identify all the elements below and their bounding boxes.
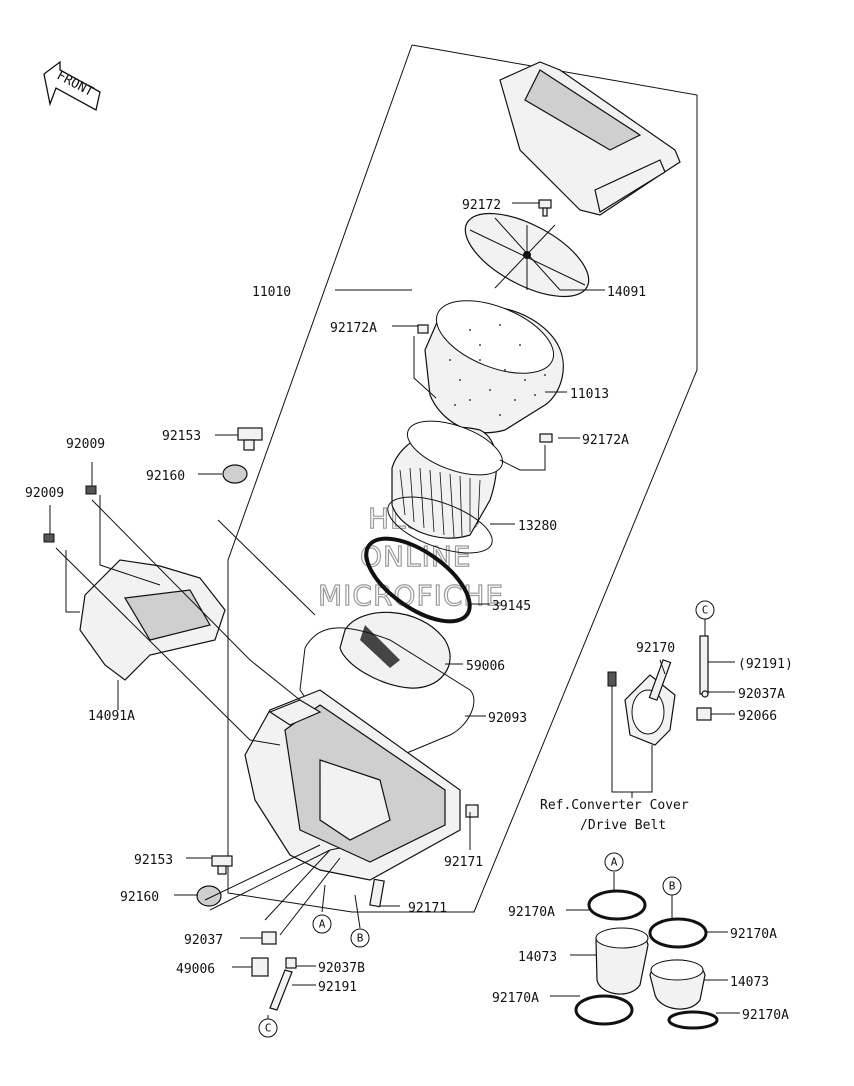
label-92153-bot: 92153 bbox=[134, 853, 173, 868]
tube-92171 bbox=[369, 878, 385, 908]
clamp-92037 bbox=[261, 931, 277, 945]
label-14073-1: 14073 bbox=[518, 950, 557, 965]
screw-92172A-mid bbox=[539, 433, 553, 443]
callout-C-1-text: C bbox=[265, 1022, 272, 1035]
duct-14073-2 bbox=[649, 959, 706, 1010]
callout-B-1: B bbox=[350, 928, 370, 948]
foam-filter bbox=[424, 300, 564, 434]
label-92160-top: 92160 bbox=[146, 469, 185, 484]
callout-B-2-text: B bbox=[669, 880, 676, 893]
clamp-92170A-2 bbox=[648, 917, 708, 949]
label-92037: 92037 bbox=[184, 933, 223, 948]
callout-A-2-text: A bbox=[611, 856, 618, 869]
assembly-outline bbox=[227, 44, 698, 913]
label-14091: 14091 bbox=[607, 285, 646, 300]
screw-92172A-top bbox=[417, 324, 429, 334]
label-49006: 49006 bbox=[176, 962, 215, 977]
label-14073-2: 14073 bbox=[730, 975, 769, 990]
clamp-92170A-1 bbox=[587, 889, 647, 921]
label-92170A-3: 92170A bbox=[492, 991, 539, 1006]
label-59006: 59006 bbox=[466, 659, 505, 674]
label-14091A: 14091A bbox=[88, 709, 135, 724]
clip-92037B bbox=[285, 957, 297, 969]
label-92066: 92066 bbox=[738, 709, 777, 724]
label-92191: 92191 bbox=[318, 980, 357, 995]
label-11010: 11010 bbox=[252, 285, 291, 300]
cap-49006 bbox=[251, 957, 269, 977]
clip-92171-a bbox=[465, 804, 479, 818]
duct-14073-1 bbox=[595, 927, 649, 995]
label-92093: 92093 bbox=[488, 711, 527, 726]
label-92170: 92170 bbox=[636, 641, 675, 656]
callout-C-2-text: C bbox=[702, 604, 709, 617]
converter-cover-group bbox=[607, 635, 712, 746]
label-92172A-mid: 92172A bbox=[582, 433, 629, 448]
label-92191-ref: (92191) bbox=[738, 657, 793, 672]
label-92009-b: 92009 bbox=[25, 486, 64, 501]
hose-92191 bbox=[269, 969, 293, 1011]
label-11013: 11013 bbox=[570, 387, 609, 402]
callout-A-1: A bbox=[312, 914, 332, 934]
callout-C-2: C bbox=[695, 600, 715, 620]
label-92171-a: 92171 bbox=[444, 855, 483, 870]
reference-note-line-2: /Drive Belt bbox=[580, 818, 666, 833]
intake-screen bbox=[339, 611, 451, 689]
label-92170A-2: 92170A bbox=[730, 927, 777, 942]
bolt-92009-b bbox=[43, 533, 55, 543]
label-92160-bot: 92160 bbox=[120, 890, 159, 905]
cap-92153-top bbox=[237, 427, 263, 451]
clamp-92170A-4 bbox=[667, 1010, 719, 1030]
screw-92172 bbox=[538, 199, 552, 217]
paper-element bbox=[387, 420, 504, 554]
callout-C-1: C bbox=[258, 1018, 278, 1038]
label-92172: 92172 bbox=[462, 198, 501, 213]
bolt-92009-a bbox=[85, 485, 97, 495]
label-92170A-4: 92170A bbox=[742, 1008, 789, 1023]
label-92009-a: 92009 bbox=[66, 437, 105, 452]
front-arrow-icon: FRONT bbox=[43, 60, 101, 111]
callout-A-2: A bbox=[604, 852, 624, 872]
label-92037B: 92037B bbox=[318, 961, 365, 976]
clamp-92170A-3 bbox=[574, 994, 634, 1026]
label-92170A-1: 92170A bbox=[508, 905, 555, 920]
cap-92153-bot bbox=[211, 855, 233, 875]
callout-A-1-text: A bbox=[319, 918, 326, 931]
label-92171-b: 92171 bbox=[408, 901, 447, 916]
label-92153-top: 92153 bbox=[162, 429, 201, 444]
callout-B-1-text: B bbox=[357, 932, 364, 945]
side-cover bbox=[79, 559, 226, 681]
label-13280: 13280 bbox=[518, 519, 557, 534]
plug-92160-top bbox=[222, 464, 248, 484]
filter-cage bbox=[464, 212, 590, 298]
label-92037A: 92037A bbox=[738, 687, 785, 702]
airbox-housing bbox=[244, 689, 461, 881]
foam-texture bbox=[449, 324, 546, 416]
airbox-cover bbox=[499, 61, 681, 216]
plug-92160-bot bbox=[196, 885, 222, 907]
label-39145: 39145 bbox=[492, 599, 531, 614]
label-92172A-top: 92172A bbox=[330, 321, 377, 336]
callout-B-2: B bbox=[662, 876, 682, 896]
reference-note-line-1: Ref.Converter Cover bbox=[540, 798, 689, 813]
gasket-ring bbox=[364, 536, 472, 624]
